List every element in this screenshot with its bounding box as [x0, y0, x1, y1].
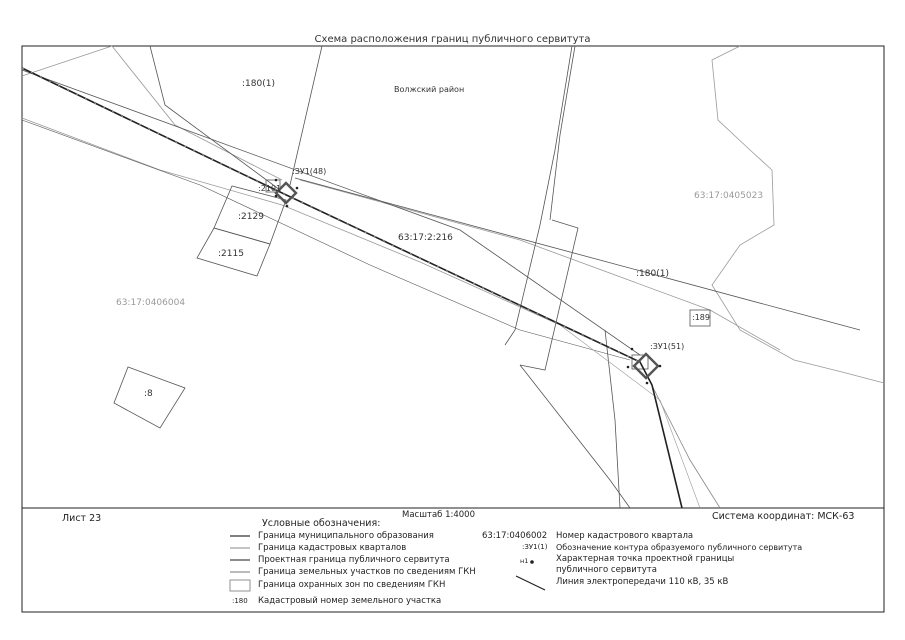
legend-box-protection-zone [229, 579, 251, 592]
label-parcel-216: 63:17:2:216 [398, 233, 453, 243]
scale-label: Масштаб 1:4000 [402, 510, 476, 520]
legend-sample-point: н1 [520, 557, 529, 565]
legend-item-point-1: Характерная точка проектной границы [556, 554, 735, 564]
label-parcel-189: :189 [692, 313, 710, 322]
legend-item-parcel: Граница земельных участков по сведениям … [258, 567, 476, 577]
legend-item-municipal: Граница муниципального образования [258, 531, 434, 541]
legend-item-point-2: публичного сервитута [556, 565, 657, 575]
quarter-boundary [639, 361, 721, 509]
map-title: Схема расположения границ публичного сер… [314, 34, 591, 45]
legend-heading: Условные обозначения: [262, 518, 381, 529]
parcel-189 [689, 309, 711, 327]
label-zu-51: :ЗУ1(51) [650, 342, 685, 351]
power-line-pattern [21, 67, 641, 363]
parcel-boundary [604, 329, 621, 509]
legend-item-servitude: Проектная граница публичного сервитута [258, 555, 450, 565]
label-quarter-5023: 63:17:0405023 [694, 191, 764, 201]
legend-item-cadnum: Кадастровый номер земельного участка [258, 596, 442, 606]
coordinate-system: Система координат: МСК-63 [712, 511, 855, 522]
label-parcel-8: :8 [144, 389, 153, 399]
parcel-8 [113, 366, 186, 429]
quarter-boundary [559, 324, 701, 509]
parcel-boundary [149, 45, 281, 191]
label-parcel-180-top: :180(1) [242, 79, 275, 89]
label-parcel-2115: :2115 [218, 249, 244, 259]
label-quarter-6004: 63:17:0406004 [116, 298, 186, 308]
parcel-boundary [294, 177, 861, 331]
legend-sample-cadnum: :180 [232, 597, 248, 605]
parcel-51-box [631, 354, 649, 370]
quarter-boundary [21, 45, 113, 77]
legend-line-power [515, 575, 546, 591]
parcel-boundary [289, 45, 323, 186]
servitude-contour-48 [274, 181, 298, 205]
quarter-boundary [111, 45, 283, 181]
quarter-boundary [711, 45, 885, 384]
legend-point-sample [530, 560, 534, 564]
legend-item-quarter-number: Номер кадастрового квартала [556, 531, 694, 541]
sheet-number: Лист 23 [62, 513, 102, 524]
power-line [21, 67, 683, 509]
legend-item-contour: Обозначение контура образуемого публично… [556, 543, 803, 552]
legend-item-quarter: Граница кадастровых кварталов [258, 543, 407, 553]
parcel-boundary [21, 119, 631, 361]
label-zu-48: :ЗУ1(48) [292, 167, 327, 176]
label-parcel-2129: :2129 [238, 212, 264, 222]
quarter-boundary [299, 179, 781, 351]
label-parcel-180-right: :180(1) [636, 269, 669, 279]
label-district: Волжский район [394, 85, 465, 94]
servitude-contour-51 [632, 352, 660, 380]
parcel-2115 [196, 227, 271, 277]
quarter-boundary [21, 117, 641, 363]
parcel-boundary [21, 69, 641, 356]
legend-sample-contour: :ЗУ1(1) [522, 543, 548, 551]
legend-sample-quarter: 63:17:0406002 [482, 531, 548, 541]
legend-item-protection-zone: Граница охранных зон по сведениям ГКН [258, 580, 446, 590]
legend-item-power-line: Линия электропередачи 110 кВ, 35 кВ [556, 577, 729, 587]
parcel-boundary [519, 219, 579, 371]
parcel-boundary [549, 45, 576, 221]
parcel-boundary [504, 45, 573, 346]
label-parcel-2101: :2101 [258, 184, 282, 193]
parcel-boundary [519, 364, 631, 509]
characteristic-points [274, 178, 662, 385]
sheet-frame [21, 45, 885, 613]
